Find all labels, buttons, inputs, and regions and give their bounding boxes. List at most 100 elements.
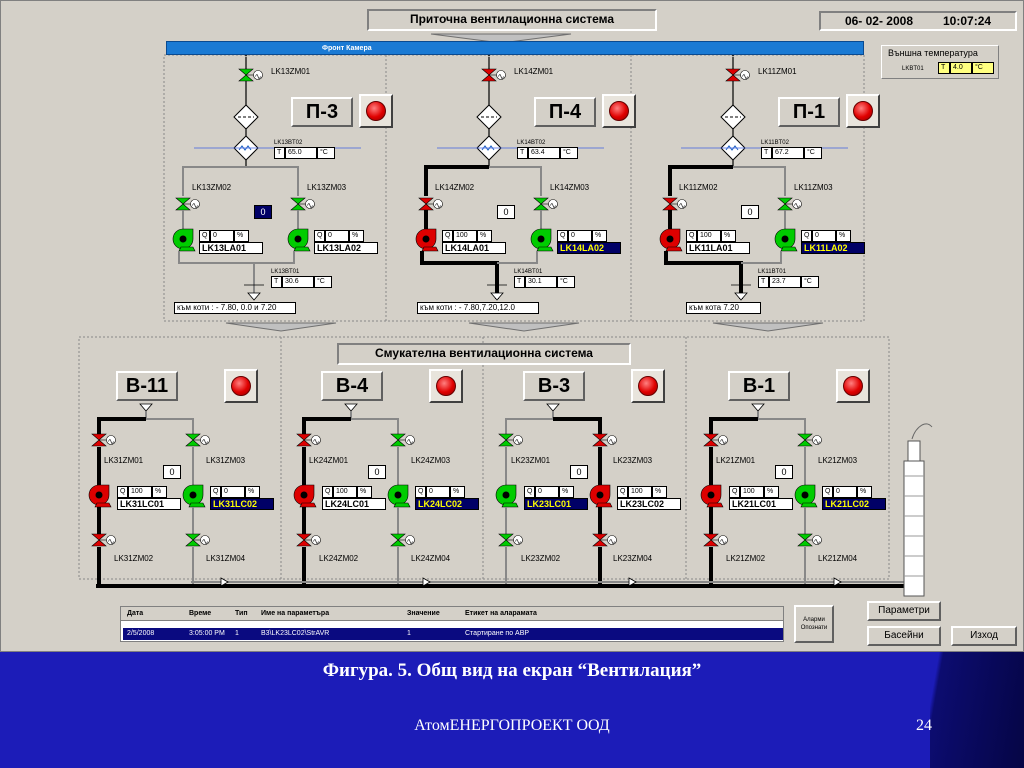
exhaust-unit-4-fan-right-tag[interactable]: LK21LC02: [822, 498, 886, 510]
exhaust-unit-1-valve-tl[interactable]: [91, 433, 116, 447]
supply-unit-1-outlet-arrow: [247, 292, 261, 301]
exhaust-unit-3-valve-tr[interactable]: [592, 433, 617, 447]
exhaust-unit-4-fan-left-tag[interactable]: LK21LC01: [729, 498, 793, 510]
exhaust-unit-3-fan-right[interactable]: [589, 484, 613, 508]
exhaust-unit-2-valve-tl[interactable]: [296, 433, 321, 447]
supply-unit-1-top-valve[interactable]: [238, 68, 263, 82]
supply-unit-2-fan-left[interactable]: [415, 228, 439, 252]
supply-unit-3-fan-left-q-value: 100: [697, 230, 721, 242]
supply-unit-3-filter: [720, 104, 746, 130]
exhaust-unit-2-valve-tr[interactable]: [390, 433, 415, 447]
supply-unit-3-valve-left[interactable]: [662, 197, 687, 211]
supply-unit-3-top-valve[interactable]: [725, 68, 750, 82]
exhaust-unit-4-fan-left[interactable]: [700, 484, 724, 508]
supply-unit-1-count: 0: [254, 205, 272, 219]
supply-unit-3-fan-left-tag[interactable]: LK11LA01: [686, 242, 750, 254]
supply-unit-1-valve-left[interactable]: [175, 197, 200, 211]
exhaust-unit-2-fan-right-q-label: Q: [415, 486, 426, 498]
supply-unit-2-fan-left-q-label: Q: [442, 230, 453, 242]
exhaust-unit-2-valve-bl[interactable]: [296, 533, 321, 547]
supply-unit-2-stop-button[interactable]: [602, 94, 636, 128]
supply-unit-3-fan-right[interactable]: [774, 228, 798, 252]
slide-decoration: [930, 652, 1024, 768]
exhaust-unit-4-name: В-1: [728, 371, 790, 401]
exhaust-unit-3-fan-left-tag[interactable]: LK23LC01: [524, 498, 588, 510]
exhaust-unit-4-valve-tr[interactable]: [797, 433, 822, 447]
supply-unit-1-fan-left[interactable]: [172, 228, 196, 252]
exhaust-unit-1-stop-button[interactable]: [224, 369, 258, 403]
supply-unit-3-heater-temp-t-label: T: [761, 147, 772, 159]
exhaust-unit-2-fan-left-tag[interactable]: LK24LC01: [322, 498, 386, 510]
supply-unit-1-branch-left: [182, 166, 246, 196]
exhaust-unit-1-fan-left[interactable]: [88, 484, 112, 508]
supply-unit-3-fan-right-tag[interactable]: LK11LA02: [801, 242, 865, 254]
supply-unit-3-fan-left[interactable]: [659, 228, 683, 252]
supply-unit-1-stop-button[interactable]: [359, 94, 393, 128]
exhaust-unit-1-valve-bl[interactable]: [91, 533, 116, 547]
exhaust-unit-2-stop-button[interactable]: [429, 369, 463, 403]
exhaust-unit-2-fan-right[interactable]: [387, 484, 411, 508]
supply-unit-2-funnel: [468, 322, 580, 332]
exhaust-unit-3-valve-tl[interactable]: [498, 433, 523, 447]
alarms-ack-label: Аларми: [803, 617, 825, 623]
outside-temp-tag: LKBT01: [902, 66, 924, 72]
supply-unit-1-fan-right-tag[interactable]: LK13LA02: [314, 242, 378, 254]
supply-unit-2-heater-temp-t-label: T: [517, 147, 528, 159]
exhaust-unit-1-fan-right-tag[interactable]: LK31LC02: [210, 498, 274, 510]
supply-unit-2-valve-left[interactable]: [418, 197, 443, 211]
exhaust-unit-1-valve-tr[interactable]: [185, 433, 210, 447]
exhaust-unit-1-valve-br[interactable]: [185, 533, 210, 547]
exhaust-unit-2-fan-right-tag[interactable]: LK24LC02: [415, 498, 479, 510]
supply-unit-2-name: П-4: [534, 97, 596, 127]
exhaust-unit-4-valve-tl[interactable]: [703, 433, 728, 447]
supply-unit-2-fan-right-q-unit: %: [592, 230, 607, 242]
pools-button[interactable]: Басейни: [867, 626, 941, 646]
exhaust-unit-4-valve-br[interactable]: [797, 533, 822, 547]
exhaust-unit-4-branch-left: [709, 417, 758, 435]
exhaust-unit-4-fan-right[interactable]: [794, 484, 818, 508]
exhaust-unit-3-valve-bl[interactable]: [498, 533, 523, 547]
supply-unit-3-stop-button[interactable]: [846, 94, 880, 128]
exhaust-unit-3-valve-br[interactable]: [592, 533, 617, 547]
exhaust-unit-1-fan-right[interactable]: [182, 484, 206, 508]
exhaust-unit-2-name: В-4: [321, 371, 383, 401]
exhaust-unit-3-stop-button[interactable]: [631, 369, 665, 403]
exhaust-unit-3-fan-right-tag[interactable]: LK23LC02: [617, 498, 681, 510]
exhaust-unit-4-fan-left-q-unit: %: [764, 486, 779, 498]
supply-unit-1-fan-right[interactable]: [287, 228, 311, 252]
supply-unit-1-outlet-temp-unit: °C: [314, 276, 332, 288]
supply-unit-1-fan-left-q-value: 0: [210, 230, 234, 242]
exit-button[interactable]: Изход: [951, 626, 1017, 646]
exhaust-unit-4-fan-left-q-label: Q: [729, 486, 740, 498]
outside-temp-t: T: [938, 62, 950, 74]
supply-unit-1-valve-right[interactable]: [290, 197, 315, 211]
supply-unit-1-heater-temp-t-label: T: [274, 147, 285, 159]
supply-unit-2-outlet-arrow: [490, 292, 504, 301]
supply-unit-2-heater-temp-tag: LK14BT02: [517, 140, 546, 146]
exhaust-unit-2-fan-left[interactable]: [293, 484, 317, 508]
exhaust-unit-3-fan-left[interactable]: [495, 484, 519, 508]
alarms-ack-sublabel: Опознати: [800, 625, 828, 631]
supply-unit-2-fan-left-tag[interactable]: LK14LA01: [442, 242, 506, 254]
exhaust-unit-4-stop-button[interactable]: [836, 369, 870, 403]
supply-unit-2-valve-right[interactable]: [533, 197, 558, 211]
supply-unit-3-valve-right[interactable]: [777, 197, 802, 211]
supply-unit-2-top-valve[interactable]: [481, 68, 506, 82]
alarm-cell: 2/5/2008: [127, 630, 155, 637]
supply-unit-2-fan-right-tag[interactable]: LK14LA02: [557, 242, 621, 254]
collector-arrow: [220, 577, 229, 587]
supply-unit-3-destination: към кота 7.20: [686, 302, 761, 314]
parameters-button[interactable]: Параметри: [867, 601, 941, 621]
supply-unit-1-outlet-temp-value: 30.6: [282, 276, 314, 288]
supply-unit-1-fan-left-tag[interactable]: LK13LA01: [199, 242, 263, 254]
stop-icon: [231, 376, 251, 396]
front-chamber-bar: Фронт Камера: [166, 41, 864, 55]
exhaust-unit-2-valve-br[interactable]: [390, 533, 415, 547]
exhaust-unit-1-fan-left-tag[interactable]: LK31LC01: [117, 498, 181, 510]
exhaust-unit-4-valve-bl[interactable]: [703, 533, 728, 547]
collector-arrow: [833, 577, 842, 587]
supply-unit-2-fan-right[interactable]: [530, 228, 554, 252]
date-display: 06- 02- 2008: [844, 14, 913, 28]
